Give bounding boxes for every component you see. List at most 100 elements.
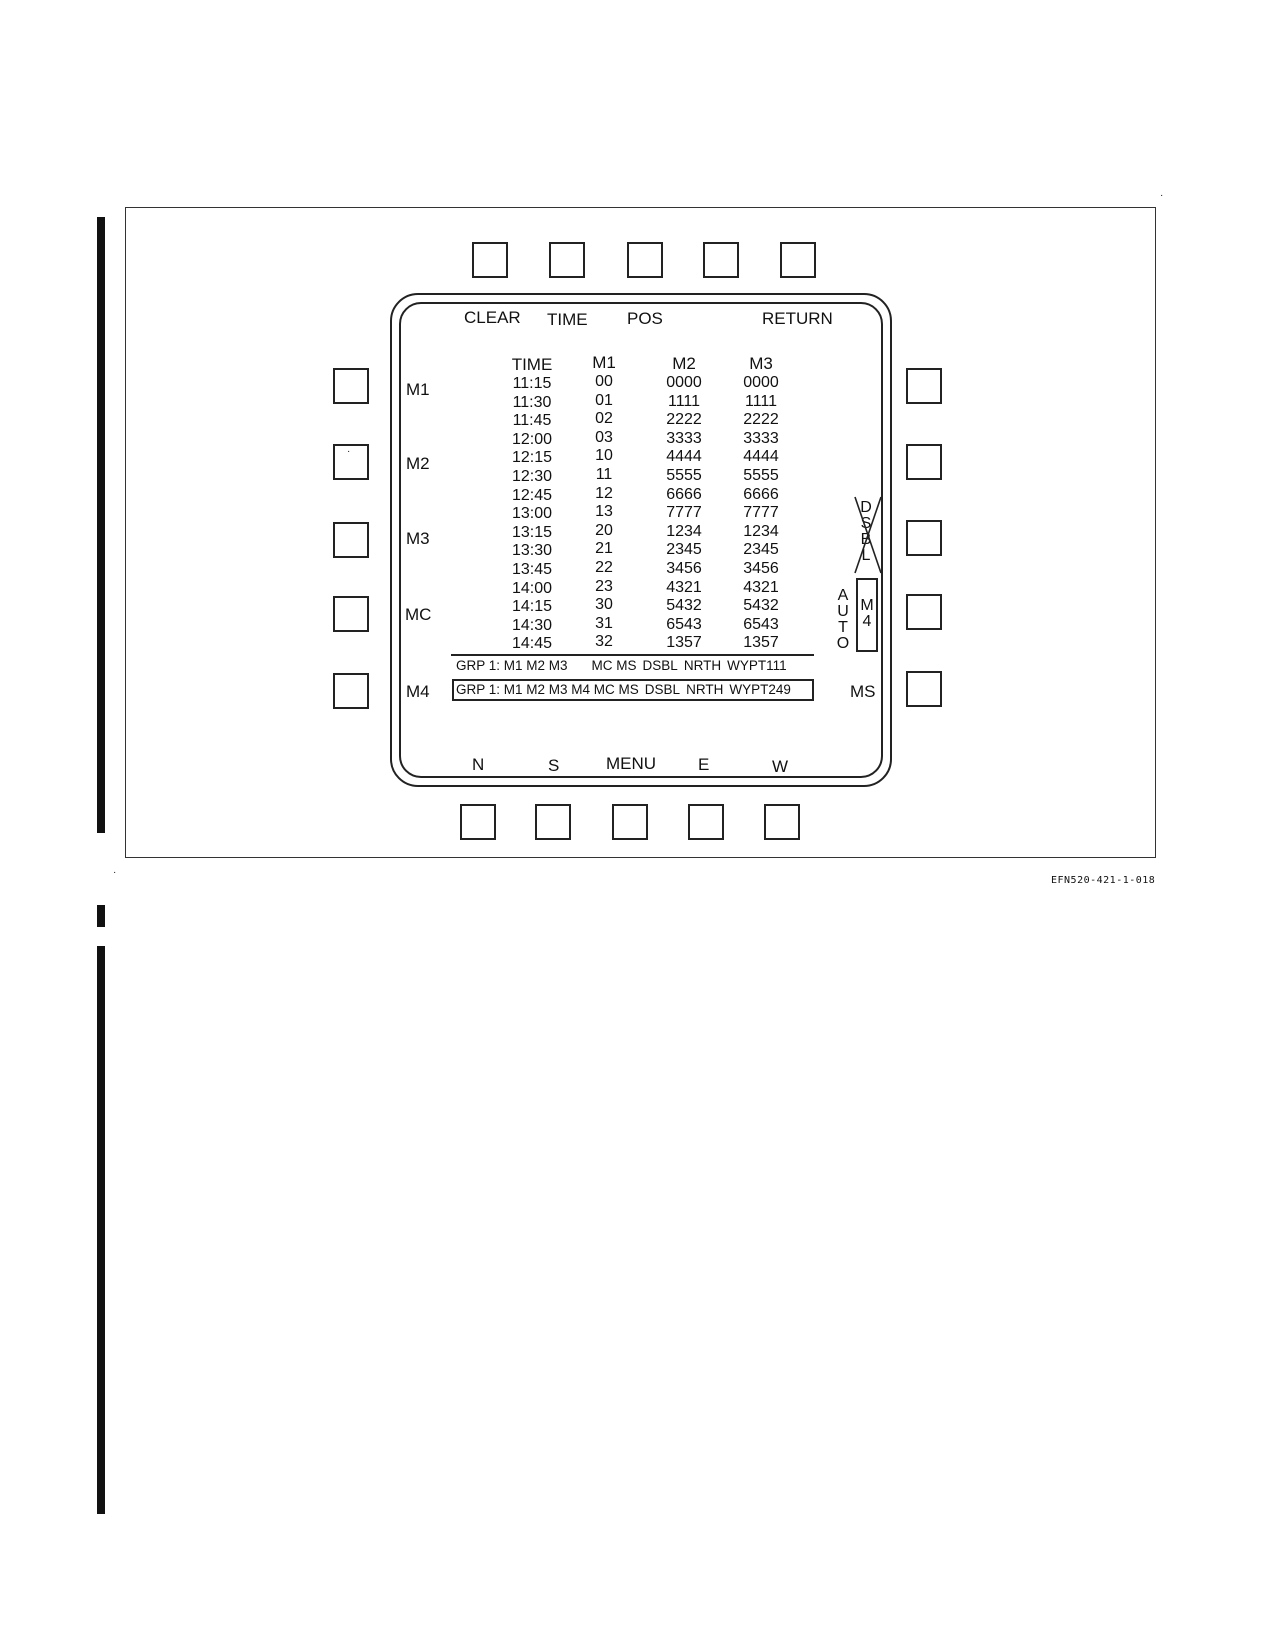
table-cell-m1: 22 [595,558,613,576]
left-bezel-button-3[interactable] [333,522,369,558]
table-cell-m1: 21 [595,540,613,558]
left-bezel-button-4[interactable] [333,596,369,632]
table-header-m2: M2 [672,354,696,373]
top-bezel-button-4[interactable] [703,242,739,278]
right-bezel-button-1[interactable] [906,368,942,404]
softkey-m4: M4 [406,682,430,701]
softkey-n: N [472,755,485,774]
table-cell-m2: 1234 [666,522,702,540]
table-cell-m3: 2345 [743,541,779,559]
table-cell-m2: 6666 [666,485,702,503]
table-cell-m3: 0000 [743,374,779,391]
table-cell-m2: 6543 [666,615,702,633]
table-cell-m3: 6666 [743,485,779,503]
table-cell-m3: 5432 [743,597,779,615]
group-line-2: GRP 1: M1 M2 M3 M4 MC MS DSBL NRTH WYPT2… [456,681,791,699]
group-line-2-waypoint: WYPT249 [729,682,791,697]
table-cell-m2: 1111 [667,392,701,410]
dsbl-strike-icon [854,496,882,574]
table-cell-m2: 4321 [666,578,702,596]
change-bar-bottom [97,946,105,1514]
group-line-2-direction: NRTH [686,682,724,697]
softkey-w: W [772,757,789,776]
table-cell-m1: 31 [595,614,613,632]
top-bezel-button-3[interactable] [627,242,663,278]
group-line-2-status: DSBL [644,682,681,697]
left-bezel-button-1[interactable] [333,368,369,404]
table-cell-time: 11:45 [512,412,552,430]
table-cell-m1: 10 [595,447,613,465]
table-cell-m2: 7777 [666,504,702,522]
table-cell-m3: 2222 [743,411,779,429]
table-cell-m1: 01 [595,391,613,409]
table-cell-time: 11:30 [512,393,552,411]
table-cell-m3: 4321 [743,578,779,596]
table-cell-m1: 00 [595,373,613,390]
top-bezel-button-1[interactable] [472,242,508,278]
scan-mark: · [347,446,351,457]
softkey-return: RETURN [762,309,833,328]
table-cell-m1: 02 [595,410,613,428]
right-bezel-button-4[interactable] [906,594,942,630]
table-cell-time: 13:00 [511,505,553,523]
bottom-bezel-button-1[interactable] [460,804,496,840]
softkey-menu: MENU [606,754,657,773]
table-cell-m2: 3456 [666,559,702,577]
table-cell-m2: 5432 [666,597,702,615]
left-bezel-button-2[interactable] [333,444,369,480]
table-header-m1: M1 [592,353,616,372]
bottom-bezel-button-2[interactable] [535,804,571,840]
table-cell-m2: 3333 [666,429,702,447]
table-cell-m3: 6543 [743,615,779,633]
bottom-bezel-button-3[interactable] [612,804,648,840]
scan-mark: · [1160,190,1164,201]
table-cell-time: 12:15 [511,449,553,467]
figure-frame [125,207,1156,858]
softkey-pos: POS [627,309,663,328]
group-line-2-members: GRP 1: M1 M2 M3 M4 MC MS [456,682,639,697]
table-cell-time: 14:30 [511,616,553,634]
softkey-time: TIME [547,310,588,329]
group-line-1-members: GRP 1: M1 M2 M3 [456,658,568,673]
table-cell-m1: 11 [595,465,613,483]
softkey-m2: M2 [406,454,430,473]
table-cell-time: 14:45 [511,635,553,653]
m4-selection-box[interactable] [856,578,878,652]
group-line-2-box[interactable] [452,679,814,701]
table-cell-m1: 30 [595,596,613,614]
change-bar-top [97,217,105,833]
table-cell-m1: 13 [595,503,613,521]
table-cell-m2: 4444 [666,448,702,466]
bottom-bezel-button-5[interactable] [764,804,800,840]
right-bezel-button-5[interactable] [906,671,942,707]
softkey-e: E [698,755,710,774]
table-cell-m2: 2345 [666,541,702,559]
table-cell-time: 12:00 [511,430,553,448]
bottom-bezel-button-4[interactable] [688,804,724,840]
table-cell-time: 13:30 [511,542,553,560]
top-bezel-button-5[interactable] [780,242,816,278]
softkey-clear: CLEAR [464,308,521,327]
table-cell-time: 13:45 [511,560,553,578]
group-line-1-status: DSBL [642,658,678,673]
table-cell-m1: 12 [595,484,613,502]
table-cell-m2: 5555 [666,466,702,484]
right-bezel-button-2[interactable] [906,444,942,480]
left-bezel-button-5[interactable] [333,673,369,709]
table-cell-time: 14:00 [511,579,553,597]
table-cell-time: 14:15 [511,598,553,616]
table-cell-m1: 03 [595,428,613,446]
table-cell-m3: 1234 [743,522,779,540]
right-bezel-button-3[interactable] [906,520,942,556]
table-cell-m3: 1111 [744,392,778,410]
m4-vertical-label: M 4 [860,597,874,630]
change-bar-small [97,905,105,927]
table-cell-m1: 23 [595,577,613,595]
top-bezel-button-2[interactable] [549,242,585,278]
